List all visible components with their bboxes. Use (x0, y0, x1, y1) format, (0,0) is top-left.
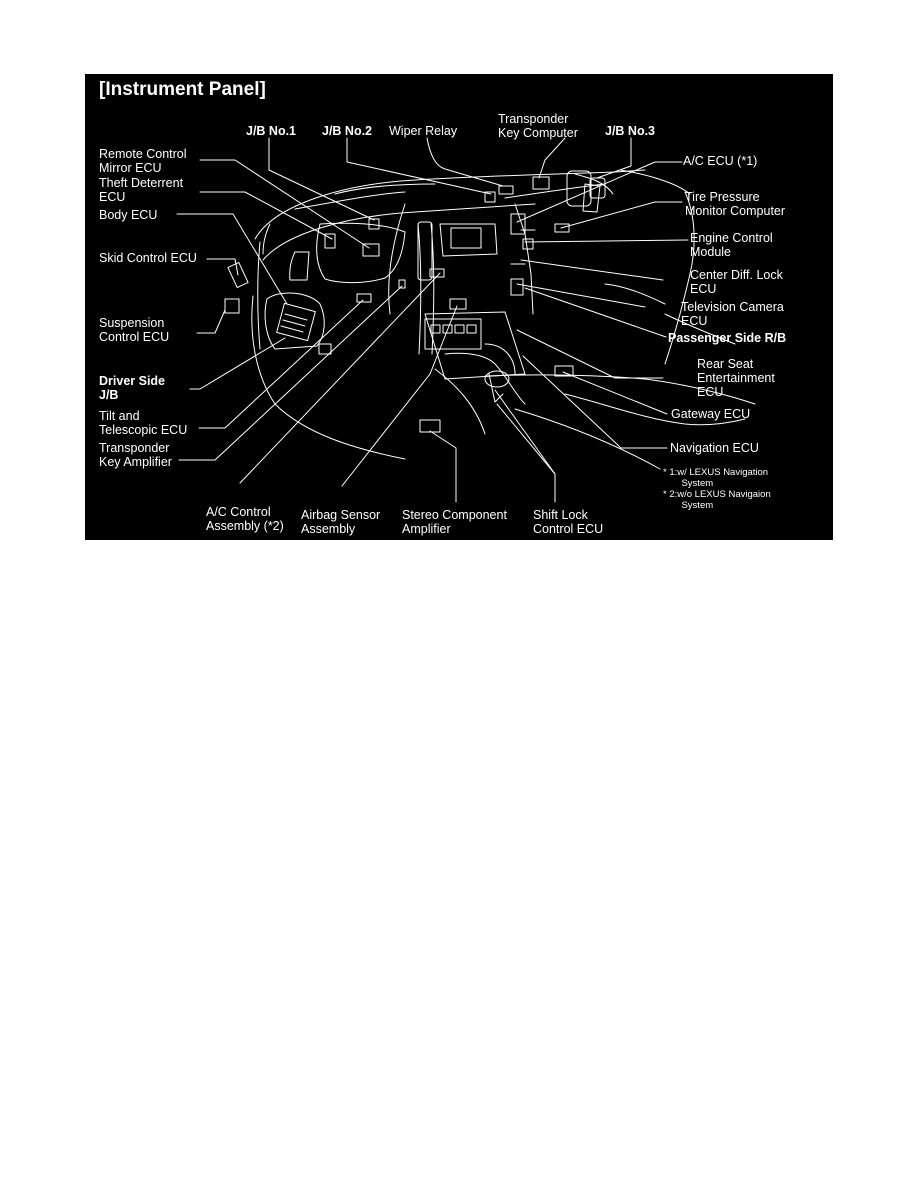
steering-area (264, 222, 406, 355)
label-transponder-key-amplifier: Transponder Key Amplifier (99, 441, 172, 469)
label-television-camera-ecu: Television Camera ECU (681, 300, 784, 328)
label-jb-no2: J/B No.2 (322, 124, 373, 138)
label-navigation-ecu: Navigation ECU (670, 441, 759, 455)
leader-lines (176, 137, 689, 503)
suspension-box (224, 298, 240, 314)
label-rear-seat-entertainment-ecu: Rear Seat Entertainment ECU (697, 357, 775, 399)
jb-no1-box (368, 218, 380, 230)
label-wiper-relay: Wiper Relay (389, 124, 458, 138)
tv-camera-box (510, 278, 524, 296)
dashboard-outline (251, 169, 756, 470)
label-suspension-control-ecu: Suspension Control ECU (99, 316, 170, 344)
tilt-box (356, 293, 372, 303)
center-console (417, 221, 526, 435)
theft-deterrent-box (324, 233, 336, 249)
label-theft-deterrent-ecu: Theft Deterrent ECU (99, 176, 184, 204)
jb-no2-box (484, 191, 496, 203)
ac-control-box (449, 298, 467, 310)
footnote-2: * 2:w/o LEXUS Navigaion System (663, 489, 771, 511)
label-passenger-side-rb: Passenger Side R/B (668, 331, 787, 345)
label-center-diff-lock-ecu: Center Diff. Lock ECU (690, 268, 783, 296)
wiper-relay-box (498, 185, 514, 195)
ac-ecu-box (510, 213, 526, 235)
label-ac-ecu: A/C ECU (*1) (683, 154, 758, 168)
tire-pressure-box (554, 223, 570, 233)
skid-control-box (227, 261, 249, 289)
dashboard-line-drawing (176, 137, 756, 503)
label-shift-lock-control-ecu: Shift Lock Control ECU (533, 508, 604, 536)
label-driver-side-jb: Driver Side J/B (99, 374, 166, 402)
stereo-amp-box (419, 419, 441, 433)
label-tilt-telescopic-ecu: Tilt and Telescopic ECU (99, 409, 188, 437)
label-engine-control-module: Engine Control Module (690, 231, 773, 259)
label-gateway-ecu: Gateway ECU (671, 407, 751, 421)
label-airbag-sensor-assembly: Airbag Sensor Assembly (301, 508, 381, 536)
transponder-computer-box (532, 176, 550, 190)
remote-mirror-box (362, 243, 380, 257)
label-jb-no3: J/B No.3 (605, 124, 656, 138)
instrument-panel-diagram: [Instrument Panel] J/B No.1 J/B No.2 Wip… (85, 74, 833, 540)
rear-seat-box (554, 365, 574, 377)
label-body-ecu: Body ECU (99, 208, 158, 222)
label-stereo-component-amplifier: Stereo Component Amplifier (402, 508, 507, 536)
passenger-side (510, 170, 736, 345)
ecm-box (522, 238, 534, 250)
label-skid-control-ecu: Skid Control ECU (99, 251, 197, 265)
airbag-box (429, 268, 445, 278)
diagram-title: [Instrument Panel] (99, 79, 266, 100)
footnote-1: * 1:w/ LEXUS Navigation System (663, 467, 769, 489)
label-ac-control-assembly: A/C Control Assembly (*2) (206, 505, 284, 533)
label-remote-control-mirror-ecu: Remote Control Mirror ECU (99, 147, 187, 175)
label-tire-pressure-monitor-computer: Tire Pressure Monitor Computer (685, 190, 786, 218)
transponder-amp-box (398, 279, 406, 289)
label-transponder-key-computer: Transponder Key Computer (498, 112, 578, 140)
label-jb-no1: J/B No.1 (246, 124, 297, 138)
